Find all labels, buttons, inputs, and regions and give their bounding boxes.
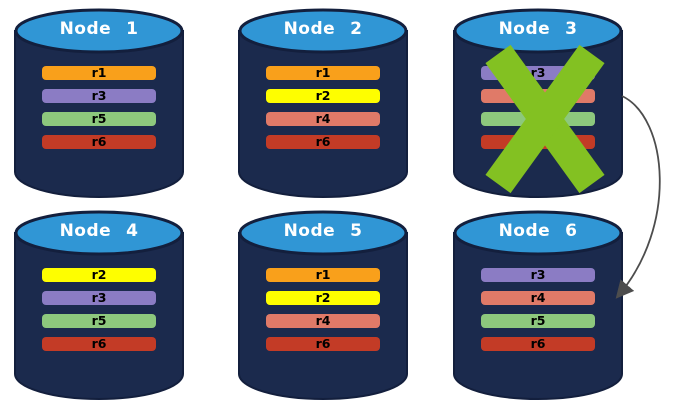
replica-bar: r6	[481, 337, 595, 351]
replica-bar: r6	[266, 337, 380, 351]
node-title: Node 2	[283, 19, 363, 39]
replica-bar: r1	[266, 66, 380, 80]
replica-bar-label: r5	[91, 313, 107, 328]
replica-bar-label: r6	[315, 134, 331, 149]
node-6-cylinder: Node 6 r3 r4 r5 r6	[452, 210, 624, 400]
replica-bar: r4	[266, 314, 380, 328]
node-5-cylinder: Node 5 r1 r2 r4 r6	[237, 210, 409, 400]
node-title: Node 6	[498, 221, 578, 241]
replica-bar	[481, 112, 595, 126]
replica-bar: r4	[481, 291, 595, 305]
node-title: Node 3	[498, 19, 578, 39]
replica-bar-label: r1	[315, 65, 331, 80]
replica-bar: r6	[42, 135, 156, 149]
replica-bar: r2	[266, 89, 380, 103]
replica-bar-label: r2	[315, 88, 331, 103]
node-title: Node 1	[59, 19, 139, 39]
replica-bar: r3	[481, 66, 595, 80]
replica-bar-label: r5	[530, 313, 546, 328]
replica-bar: r2	[266, 291, 380, 305]
replica-bar: r3	[481, 268, 595, 282]
node-4-cylinder: Node 4 r2 r3 r5 r6	[13, 210, 185, 400]
replica-bar-label: r2	[315, 290, 331, 305]
replica-bar	[481, 135, 595, 149]
node-3-cylinder: Node 3 r3	[452, 8, 624, 198]
replica-bar-label: r1	[91, 65, 107, 80]
replica-bar-label: r5	[91, 111, 107, 126]
replica-bar: r2	[42, 268, 156, 282]
node-1-cylinder: Node 1 r1 r3 r5 r6	[13, 8, 185, 198]
replica-bar: r5	[42, 112, 156, 126]
replica-bar-label: r1	[315, 267, 331, 282]
replica-bar: r5	[481, 314, 595, 328]
node-title: Node 5	[283, 221, 363, 241]
replica-bar	[481, 89, 595, 103]
replica-bar: r5	[42, 314, 156, 328]
replica-bar-label: r3	[91, 290, 107, 305]
replica-bar-label: r4	[315, 111, 331, 126]
replica-bar-label: r6	[91, 134, 107, 149]
replica-bar-label: r4	[315, 313, 331, 328]
node-title: Node 4	[59, 221, 139, 241]
replica-bar: r6	[266, 135, 380, 149]
replica-bar: r3	[42, 89, 156, 103]
replica-bar-label: r6	[91, 336, 107, 351]
replica-bar-label: r2	[91, 267, 107, 282]
replica-bar-label: r3	[530, 65, 546, 80]
replica-bar: r1	[266, 268, 380, 282]
replica-bar-label: r6	[315, 336, 331, 351]
node-2-cylinder: Node 2 r1 r2 r4 r6	[237, 8, 409, 198]
replica-bar: r1	[42, 66, 156, 80]
replica-bar-label: r3	[530, 267, 546, 282]
replica-bar: r3	[42, 291, 156, 305]
replica-bar-label: r4	[530, 290, 546, 305]
replica-bar: r6	[42, 337, 156, 351]
replica-bar-label: r6	[530, 336, 546, 351]
replica-bar: r4	[266, 112, 380, 126]
replica-bar-label: r3	[91, 88, 107, 103]
